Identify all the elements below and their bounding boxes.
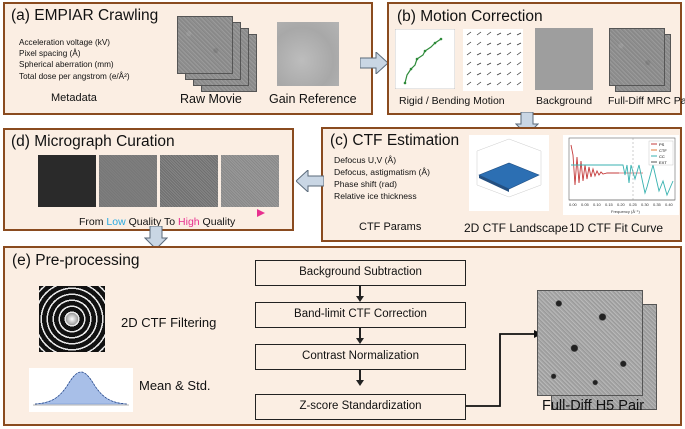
step-z-score-standardization: Z-score Standardization [255, 394, 466, 420]
panel-ctf-estimation: (c) CTF Estimation Defocus U,V (Å) Defoc… [321, 127, 682, 242]
ctf-param-2: Defocus, astigmatism (Å) [334, 167, 430, 177]
ctf-fit-curve-plot: PS CTF CC EXT 0.00 0.05 0.10 0.15 0.20 0… [563, 135, 679, 215]
fit-xlabel: Frequency (Å⁻¹) [611, 209, 640, 214]
ctf-fit-legend: PS CTF CC EXT [648, 140, 674, 166]
metadata-line-4: Total dose per angstrom (e/Å²) [19, 72, 130, 81]
ctf-filter-center [66, 313, 78, 325]
quality-prefix: From [79, 216, 107, 228]
raw-movie-frame-1 [177, 16, 233, 74]
panel-a-title: (a) EMPIAR Crawling [11, 7, 159, 24]
ctf-param-4: Relative ice thickness [334, 191, 417, 201]
fit-xtick-1: 0.05 [581, 202, 590, 207]
fit-xtick-8: 0.40 [665, 202, 674, 207]
fit-xtick-0: 0.00 [569, 202, 578, 207]
ctf-fit-curve-label: 1D CTF Fit Curve [569, 221, 664, 235]
metadata-line-3: Spherical aberration (mm) [19, 60, 114, 69]
curation-sample-4 [221, 155, 279, 207]
output-connector-arrow [466, 330, 542, 407]
ctf-filtering-label: 2D CTF Filtering [121, 315, 217, 330]
ctf-landscape-label: 2D CTF Landscape [464, 221, 569, 235]
metadata-label: Metadata [51, 92, 97, 104]
fit-xtick-5: 0.25 [629, 202, 638, 207]
histogram-plot [29, 368, 133, 412]
panel-b-title: (b) Motion Correction [397, 8, 543, 25]
panel-micrograph-curation: (d) Micrograph Curation From Low Quality… [3, 128, 294, 231]
metadata-line-2: Pixel spacing (Å) [19, 49, 81, 58]
step-arrow-3 [356, 370, 364, 386]
ctf-param-1: Defocus U,V (Å) [334, 155, 397, 165]
ctf-cc-curve [571, 164, 674, 197]
legend-ext: EXT [659, 160, 667, 165]
mean-std-label: Mean & Std. [139, 378, 211, 393]
fit-xtick-6: 0.30 [641, 202, 650, 207]
motion-trajectory-plot [395, 29, 455, 89]
metadata-line-1: Acceleration voltage (kV) [19, 38, 111, 47]
legend-ps: PS [659, 142, 665, 147]
h5-pair-front [537, 290, 643, 396]
gain-reference-image [277, 22, 339, 86]
quality-gradient-arrow [43, 209, 265, 217]
curation-sample-3 [160, 155, 218, 207]
step-background-subtraction: Background Subtraction [255, 260, 466, 286]
ctf-param-3: Phase shift (rad) [334, 179, 398, 189]
legend-ctf: CTF [659, 148, 667, 153]
legend-cc: CC [659, 154, 665, 159]
ctf-ps-curve [570, 144, 619, 186]
local-motion-vector-field [463, 29, 523, 91]
fit-xtick-7: 0.35 [653, 202, 662, 207]
quality-mid: Quality To [125, 216, 179, 228]
step-contrast-normalization: Contrast Normalization [255, 344, 466, 370]
quality-low: Low [106, 216, 126, 228]
quality-caption: From Low Quality To High Quality [79, 216, 235, 228]
panel-motion-correction: (b) Motion Correction Rigid / Bending Mo… [387, 2, 685, 115]
background-image [535, 28, 593, 90]
raw-movie-label: Raw Movie [180, 92, 242, 106]
background-label: Background [536, 95, 593, 107]
ctf-params-label: CTF Params [359, 221, 422, 233]
panel-pre-processing: (e) Pre-processing 2D CTF Filtering Mean… [3, 246, 682, 426]
flow-arrow-a-to-b [360, 52, 389, 74]
curation-sample-2 [99, 155, 157, 207]
quality-high: High [178, 216, 200, 228]
rigid-bending-motion-label: Rigid / Bending Motion [399, 95, 505, 107]
step-arrow-2 [356, 328, 364, 344]
fit-xtick-3: 0.15 [605, 202, 614, 207]
full-diff-mrc-pair-label: Full-Diff MRC Pair [608, 95, 685, 107]
flow-arrow-d-to-e [144, 226, 168, 250]
step-band-limit-ctf-correction: Band-limit CTF Correction [255, 302, 466, 328]
full-diff-h5-pair-label: Full-Diff H5 Pair [542, 398, 645, 414]
panel-empiar-crawling: (a) EMPIAR Crawling Acceleration voltage… [3, 2, 373, 115]
panel-c-title: (c) CTF Estimation [330, 132, 460, 149]
fit-xtick-4: 0.20 [617, 202, 626, 207]
ctf-landscape-plot [469, 135, 549, 211]
quality-suffix: Quality [199, 216, 236, 228]
mrc-pair-front [609, 28, 665, 86]
gain-reference-label: Gain Reference [269, 92, 357, 106]
fit-xtick-2: 0.10 [593, 202, 602, 207]
curation-sample-1 [38, 155, 96, 207]
flow-arrow-c-to-d [296, 170, 324, 192]
panel-d-title: (d) Micrograph Curation [11, 133, 175, 150]
panel-e-title: (e) Pre-processing [12, 252, 140, 269]
step-arrow-1 [356, 286, 364, 302]
